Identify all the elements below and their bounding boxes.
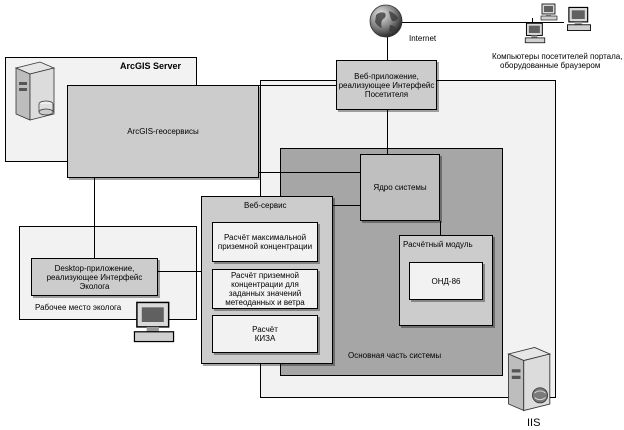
system-core-box: Ядро системы xyxy=(360,154,440,221)
system-core-label: Ядро системы xyxy=(373,183,427,192)
desktop-app-label-3: Эколога xyxy=(79,281,110,291)
calc-kiza-box: Расчёт КИЗА xyxy=(212,315,318,353)
visitor-computers-label-1: Компьютеры посетителей портала, xyxy=(492,52,623,61)
arcgis-geoservices-label: ArcGIS-геосервисы xyxy=(127,127,199,136)
main-part-label: Основная часть системы xyxy=(348,351,442,360)
web-service-label: Веб-сервис xyxy=(244,201,287,210)
line-desktop-webservice xyxy=(158,271,201,272)
desktop-app-label-1: Desktop-приложение, xyxy=(54,263,135,273)
computer-icon xyxy=(540,3,558,21)
web-app-label-1: Веб-приложение, xyxy=(354,71,419,81)
internet-label: Internet xyxy=(409,34,437,43)
calc-max-label-2: приземной концентрации xyxy=(217,242,313,251)
calc-ground-label-3: заданных значений xyxy=(228,289,302,298)
calc-module-label: Расчётный модуль xyxy=(403,240,473,249)
line-internet-computers xyxy=(400,22,564,23)
line-core-module xyxy=(440,221,441,235)
calc-ground-label-2: концентрации для xyxy=(231,280,299,289)
visitor-computers-label-2: оборудованные браузером xyxy=(500,61,601,70)
line-computers-drop xyxy=(532,18,533,23)
calc-max-label-1: Расчёт максимальной xyxy=(223,233,307,242)
line-geoservices-core xyxy=(259,172,360,173)
desktop-app-box: Desktop-приложение, реализующее Интерфей… xyxy=(31,258,158,296)
computer-icon xyxy=(524,22,546,44)
ond86-label: ОНД-86 xyxy=(431,276,461,286)
desktop-app-label-2: реализующее Интерфейс xyxy=(46,272,143,282)
arcgis-geoservices-box: ArcGIS-геосервисы xyxy=(67,85,259,178)
iis-label: IIS xyxy=(527,417,541,429)
web-app-label-3: Посетителя xyxy=(364,89,409,99)
server-icon xyxy=(14,61,56,121)
line-webservice-core xyxy=(333,205,360,206)
calc-ground-label-4: метеоданных и ветра xyxy=(225,298,305,307)
calc-max-concentration-box: Расчёт максимальной приземной концентрац… xyxy=(212,222,318,262)
line-internet-webapp xyxy=(387,35,388,60)
calc-kiza-label-1: Расчёт xyxy=(252,325,278,334)
computer-icon xyxy=(567,6,591,31)
ond86-box: ОНД-86 xyxy=(409,262,483,300)
web-app-box: Веб-приложение, реализующее Интерфейс По… xyxy=(336,60,437,110)
computer-icon xyxy=(133,301,175,343)
line-webapp-geoservices xyxy=(259,85,337,86)
line-webapp-core xyxy=(387,110,388,154)
calc-ground-concentration-box: Расчёт приземной концентрации для заданн… xyxy=(212,269,318,309)
web-app-label-2: реализующее Интерфейс xyxy=(338,80,435,90)
ecologist-workplace-label: Рабочее место эколога xyxy=(35,303,122,312)
arcgis-server-label: ArcGIS Server xyxy=(120,61,182,71)
server-icon xyxy=(507,347,552,412)
calc-ground-label-1: Расчёт приземной xyxy=(230,271,300,280)
line-geoservices-desktop xyxy=(94,178,95,258)
globe-icon xyxy=(369,4,403,38)
calc-kiza-label-2: КИЗА xyxy=(254,334,276,343)
